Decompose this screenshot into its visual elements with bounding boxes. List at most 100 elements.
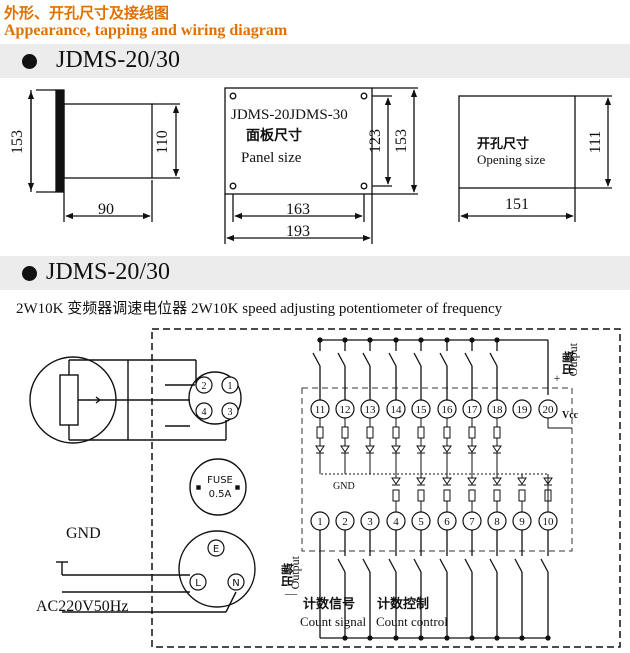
terminal-18: 18: [487, 399, 507, 419]
switch-top-17: [464, 337, 475, 400]
output-top-sign: +: [554, 371, 561, 385]
svg-text:20: 20: [543, 404, 555, 416]
svg-text:13: 13: [365, 404, 377, 416]
panel-outer-height-label: 153: [393, 129, 410, 153]
top-switches: [312, 337, 500, 400]
connector-pin-4: 4: [202, 407, 207, 418]
terminal-11: 11: [310, 399, 330, 419]
opening-label-cn: 开孔尺寸: [477, 136, 529, 152]
terminal-17: 17: [462, 399, 482, 419]
switch-bottom-9: [514, 530, 525, 641]
opening-height-label: 111: [587, 131, 604, 154]
switch-top-16: [439, 337, 450, 400]
channel-part-2: [340, 418, 350, 474]
svg-text:2: 2: [342, 516, 348, 528]
terminal-14: 14: [386, 399, 406, 419]
svg-text:4: 4: [393, 516, 399, 528]
channel-part-8: [492, 418, 502, 512]
potentiometer: [29, 356, 227, 444]
section-1-header: JDMS-20/30: [0, 44, 630, 78]
svg-text:8: 8: [494, 516, 500, 528]
fuse-label: FUSE: [207, 475, 233, 486]
panel-label-cn: 面板尺寸: [246, 127, 302, 144]
terminal-12: 12: [335, 399, 355, 419]
page-title-en: Appearance, tapping and wiring diagram: [4, 22, 288, 39]
svg-text:19: 19: [517, 404, 529, 416]
page-title-cn: 外形、开孔尺寸及接线图: [4, 4, 170, 22]
opening-label-en: Opening size: [477, 152, 545, 167]
svg-text:1: 1: [317, 516, 323, 528]
supply-label: AC220V50Hz: [36, 598, 128, 615]
svg-text:16: 16: [442, 404, 454, 416]
top-switch-bus: [320, 339, 549, 395]
power-pin-e: E: [213, 544, 219, 555]
connector-pin-3: 3: [228, 407, 233, 418]
power-pin-n: N: [232, 578, 239, 589]
switch-bottom-7: [464, 530, 475, 641]
terminal-3: 3: [360, 511, 380, 531]
svg-text:18: 18: [492, 404, 504, 416]
controller-enclosure: [151, 328, 621, 648]
section-2-header: JDMS-20/30: [0, 256, 630, 290]
panel-inner-width-label: 163: [286, 201, 310, 218]
svg-text:6: 6: [444, 516, 450, 528]
opening-view: [458, 95, 612, 222]
output-bottom-en: Output: [288, 555, 302, 589]
panel-outer-width-label: 193: [286, 223, 310, 240]
vcc-link: [547, 418, 572, 512]
count-control-en: Count control: [376, 614, 448, 629]
channel-part-9: [517, 474, 527, 512]
count-control-cn: 计数控制: [377, 596, 429, 612]
top-terminals: 11 12 13 14 15 16 17 18 19 20: [310, 399, 558, 419]
count-signal-cn: 计数信号: [303, 596, 355, 612]
terminal-15: 15: [411, 399, 431, 419]
panel-model-text: JDMS-20JDMS-30: [231, 107, 348, 123]
potentiometer-caption: 2W10K 变频器调速电位器 2W10K speed adjusting pot…: [16, 300, 503, 317]
connector-pin-2: 2: [202, 381, 207, 392]
gnd-label: GND: [66, 525, 101, 542]
opening-width-label: 151: [505, 196, 529, 213]
fuse: [189, 458, 247, 516]
connector-pins: 1 2 3 4: [195, 376, 239, 420]
panel-label-en: Panel size: [241, 150, 302, 166]
section-1-model: JDMS-20/30: [56, 47, 181, 73]
count-signal-en: Count signal: [300, 614, 366, 629]
svg-text:17: 17: [467, 404, 479, 416]
terminal-5: 5: [411, 511, 431, 531]
output-bottom-sign: —: [284, 586, 298, 600]
svg-text:5: 5: [418, 516, 424, 528]
svg-text:14: 14: [391, 404, 403, 416]
channel-part-6: [442, 418, 452, 512]
pcb-outline: [301, 387, 573, 552]
connector-pin-1: 1: [228, 381, 233, 392]
terminal-9: 9: [512, 511, 532, 531]
terminal-10: 10: [538, 511, 558, 531]
pcb-components: [315, 418, 572, 512]
channel-part-7: [467, 418, 477, 512]
bullet-icon: [22, 54, 37, 69]
output-bottom-cn: 输出: [280, 563, 295, 587]
switch-top-11: [312, 337, 323, 400]
power-connector: [56, 530, 256, 613]
terminal-4: 4: [386, 511, 406, 531]
switch-top-12: [337, 337, 348, 400]
svg-text:9: 9: [519, 516, 525, 528]
terminal-13: 13: [360, 399, 380, 419]
bottom-switches: [319, 530, 551, 641]
section-2-model: JDMS-20/30: [46, 259, 171, 285]
pin-connector: [165, 371, 242, 427]
terminal-16: 16: [437, 399, 457, 419]
switch-top-14: [388, 337, 399, 400]
output-top-en: Output: [566, 342, 580, 376]
switch-top-15: [413, 337, 424, 400]
panel-view: [224, 87, 418, 244]
terminal-2: 2: [335, 511, 355, 531]
terminal-1: 1: [310, 511, 330, 531]
terminal-6: 6: [437, 511, 457, 531]
svg-text:11: 11: [315, 404, 326, 416]
svg-text:12: 12: [340, 404, 351, 416]
channel-part-1: [315, 418, 325, 474]
terminal-8: 8: [487, 511, 507, 531]
channel-part-3: [365, 418, 375, 474]
svg-text:7: 7: [469, 516, 475, 528]
